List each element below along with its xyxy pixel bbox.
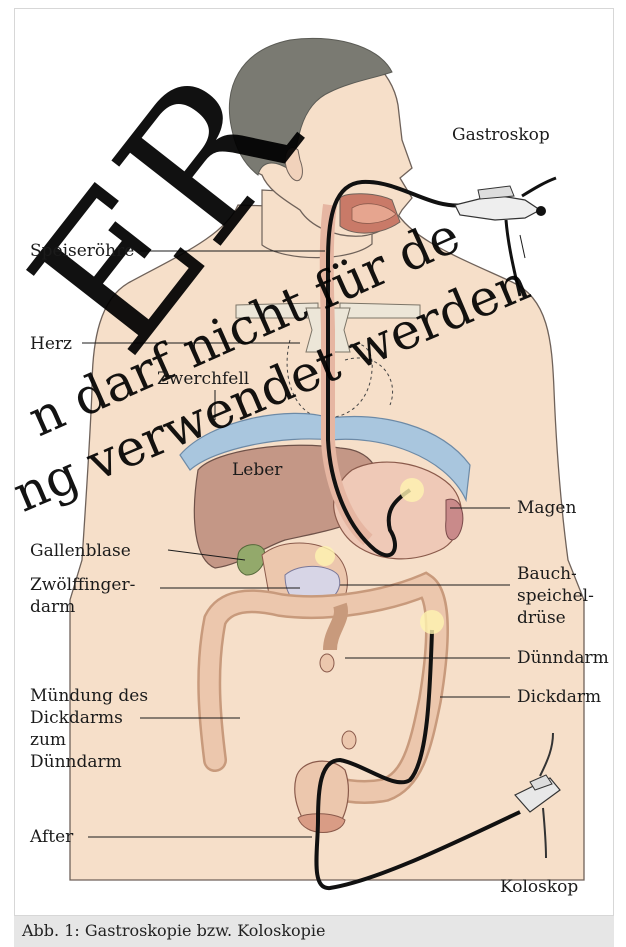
gastroscope-handle	[455, 195, 540, 220]
label-koloskop: Koloskop	[500, 876, 578, 898]
gastroscope-eyepiece	[536, 206, 546, 216]
label-magen: Magen	[517, 497, 576, 519]
colonoscope-light	[420, 610, 444, 634]
gastroscope-cable-up	[522, 178, 556, 196]
label-speiseroehre: Speiseröhre	[30, 240, 134, 262]
small-intestine-end	[320, 654, 334, 672]
label-zwoelffingerdarm: Zwölffinger- darm	[30, 574, 135, 618]
label-bauchspeicheldruese: Bauch- speichel- drüse	[517, 563, 594, 629]
label-after: After	[30, 826, 73, 848]
label-dickdarm: Dickdarm	[517, 686, 601, 708]
label-gallenblase: Gallenblase	[30, 540, 131, 562]
label-gastroskop: Gastroskop	[452, 124, 550, 146]
label-leber: Leber	[232, 459, 282, 481]
label-duenndarm: Dünndarm	[517, 647, 609, 669]
label-herz: Herz	[30, 333, 72, 355]
label-muendung: Mündung des Dickdarms zum Dünndarm	[30, 685, 148, 773]
duodenum-light	[315, 546, 335, 566]
gastroscope-light	[400, 478, 424, 502]
cecum-opening	[342, 731, 356, 749]
figure-caption: Abb. 1: Gastroskopie bzw. Koloskopie	[14, 916, 614, 947]
label-zwerchfell: Zwerchfell	[157, 368, 249, 390]
